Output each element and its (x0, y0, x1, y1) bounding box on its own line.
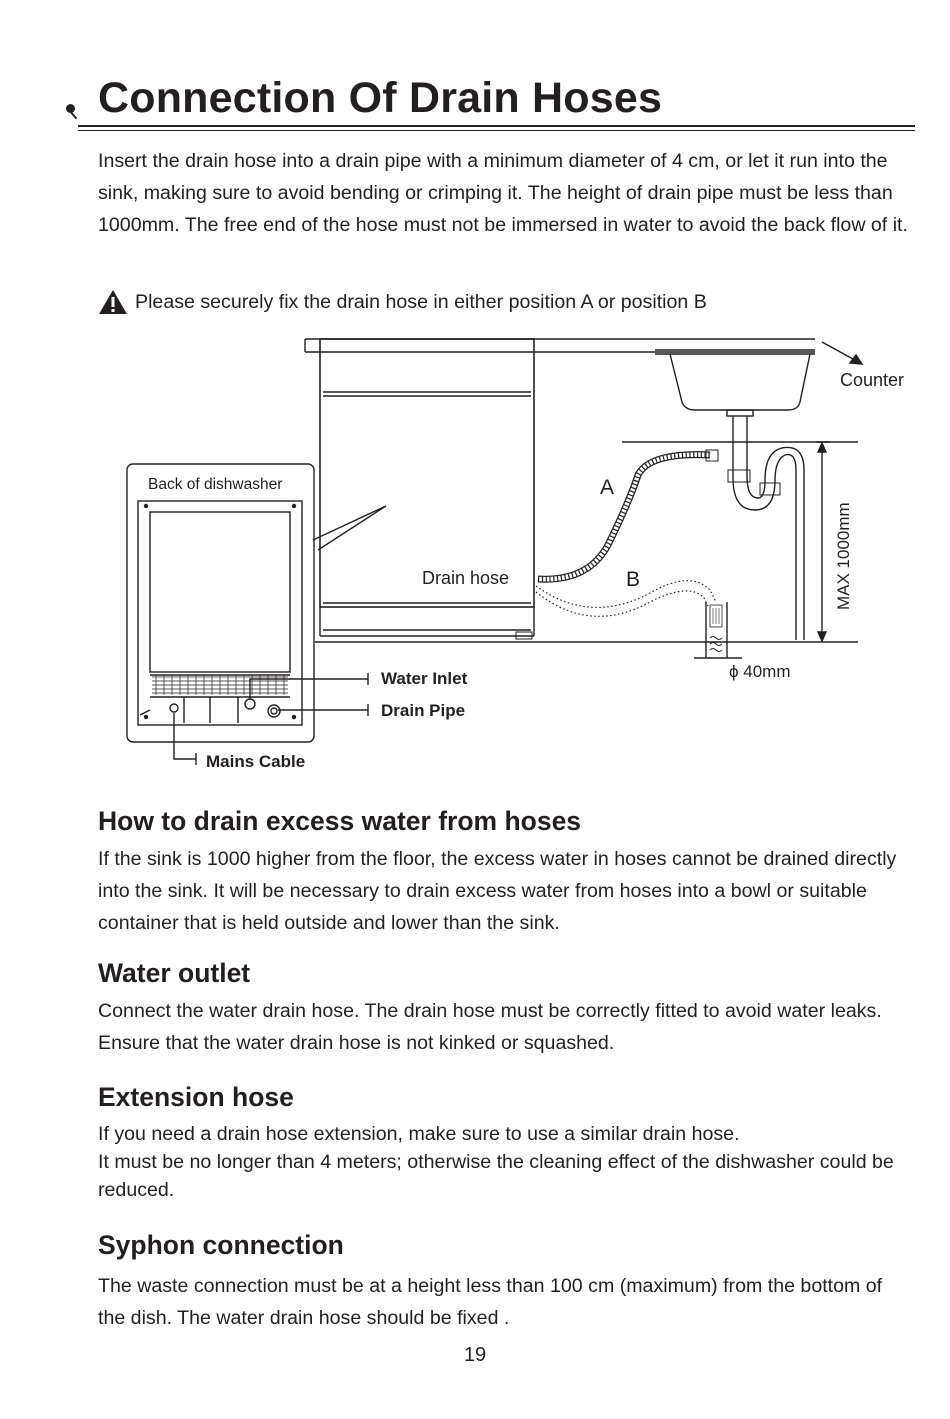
page-number: 19 (463, 1344, 487, 1366)
title-rule-thin (78, 130, 915, 131)
counter-label: Counter (840, 370, 904, 390)
warning-text: Please securely fix the drain hose in ei… (135, 291, 707, 313)
position-a-label: A (600, 476, 614, 499)
drain-hose-diagram: Back of dishwasher Counter A B Drain hos… (126, 338, 904, 771)
drain-hose-label: Drain hose (422, 568, 509, 588)
title-rule (78, 125, 915, 127)
warning-triangle-icon (99, 290, 127, 314)
intro-paragraph: Insert the drain hose into a drain pipe … (98, 150, 908, 236)
diameter-label: ϕ 40mm (729, 662, 790, 681)
extension-line-2: It must be no longer than 4 meters; othe… (98, 1151, 894, 1201)
back-of-dishwasher-label: Back of dishwasher (148, 476, 282, 493)
drain-excess-paragraph: If the sink is 1000 higher from the floo… (98, 848, 897, 934)
max-height-label: MAX 1000mm (834, 502, 853, 610)
syphon-paragraph: The waste connection must be at a height… (98, 1275, 883, 1329)
water-outlet-heading: Water outlet (98, 958, 251, 988)
extension-line-1: If you need a drain hose extension, make… (98, 1123, 740, 1145)
extension-hose-heading: Extension hose (98, 1082, 294, 1112)
position-b-label: B (626, 568, 640, 591)
mains-cable-label: Mains Cable (206, 752, 305, 771)
drain-pipe-label: Drain Pipe (381, 701, 465, 720)
warning-note: Please securely fix the drain hose in ei… (98, 288, 707, 316)
water-outlet-paragraph: Connect the water drain hose. The drain … (98, 1000, 882, 1054)
water-inlet-label: Water Inlet (381, 669, 468, 688)
extension-hose-paragraph: If you need a drain hose extension, make… (98, 1120, 913, 1204)
title-bullet (66, 104, 75, 113)
syphon-heading: Syphon connection (98, 1230, 344, 1260)
page-title: Connection Of Drain Hoses (98, 74, 663, 122)
drain-excess-heading: How to drain excess water from hoses (98, 806, 582, 836)
